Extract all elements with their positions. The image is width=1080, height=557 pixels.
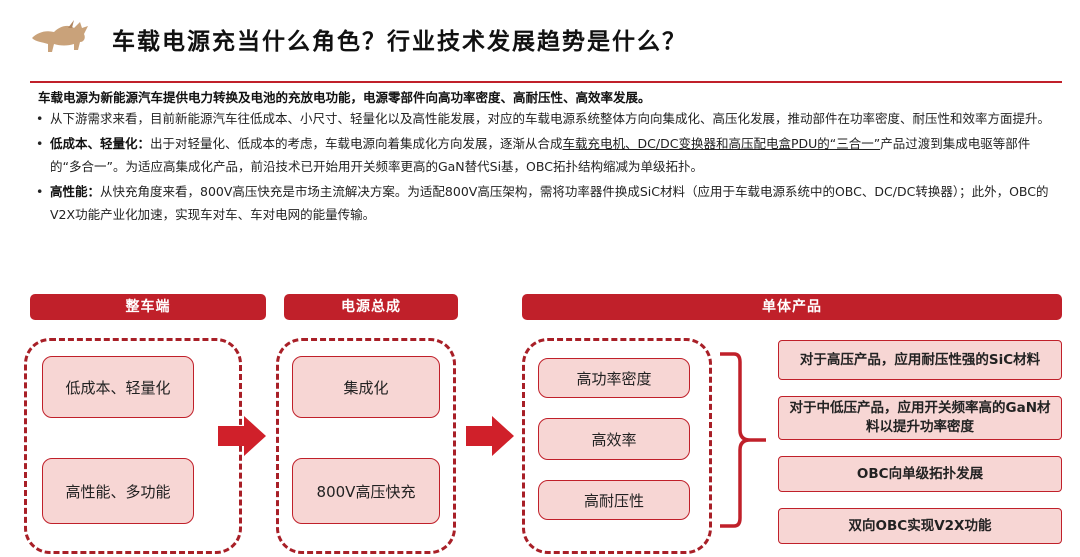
output-single-stage: OBC向单级拓扑发展 [778,456,1062,492]
bullet-item-lightweight: 低成本、轻量化：出于对轻量化、低成本的考虑，车载电源向着集成化方向发展，逐渐从合… [36,132,1056,178]
single-product-group [522,338,712,554]
bullet-item-performance: 高性能：从快充角度来看，800V高压快充是市场主流解决方案。为适配800V高压架… [36,180,1056,226]
output-v2x: 双向OBC实现V2X功能 [778,508,1062,544]
product-item-efficiency: 高效率 [538,418,690,460]
bullet-performance-text: 从快充角度来看，800V高压快充是市场主流解决方案。为适配800V高压架构，需将… [50,184,1049,222]
summary-text: 车载电源为新能源汽车提供电力转换及电池的充放电功能，电源零部件向高功率密度、高耐… [38,90,651,105]
right-arrow-icon [218,416,266,456]
bullet-lightweight-link: 车载充电机、DC/DC变换器和高压配电盒PDU的“三合一” [562,136,881,151]
bullet-demand-text: 从下游需求来看，目前新能源汽车往低成本、小尺寸、轻量化以及高性能发展，对应的车载… [50,111,1051,126]
product-item-power-density: 高功率密度 [538,358,690,398]
bull-logo-icon [32,20,88,52]
header-vehicle: 整车端 [30,294,266,320]
product-item-voltage: 高耐压性 [538,480,690,520]
bullet-item-demand: 从下游需求来看，目前新能源汽车往低成本、小尺寸、轻量化以及高性能发展，对应的车载… [36,107,1056,130]
title-divider [30,81,1062,83]
assembly-item-800v: 800V高压快充 [292,458,440,524]
right-arrow-icon [466,416,514,456]
vehicle-item-lightweight: 低成本、轻量化 [42,356,194,418]
power-assembly-group [276,338,456,554]
header-power-assembly: 电源总成 [284,294,458,320]
bullet-lightweight-pre: 出于对轻量化、低成本的考虑，车载电源向着集成化方向发展，逐渐从合成 [150,136,563,151]
page-title: 车载电源充当什么角色？行业技术发展趋势是什么？ [112,29,687,55]
vehicle-item-performance: 高性能、多功能 [42,458,194,524]
output-sic: 对于高压产品，应用耐压性强的SiC材料 [778,340,1062,380]
right-brace-icon [720,352,766,528]
bullet-performance-lead: 高性能： [50,184,101,199]
output-gan: 对于中低压产品，应用开关频率高的GaN材料以提升功率密度 [778,396,1062,440]
header-single-product: 单体产品 [522,294,1062,320]
bullet-list: 从下游需求来看，目前新能源汽车往低成本、小尺寸、轻量化以及高性能发展，对应的车载… [36,107,1056,228]
assembly-item-integration: 集成化 [292,356,440,418]
bullet-lightweight-lead: 低成本、轻量化： [50,136,151,151]
bullet-lightweight-post: 产品过渡到集成电驱等部件的“多合一”。为适应高集成化产品，前沿技术已开始用开关频… [50,136,1031,174]
